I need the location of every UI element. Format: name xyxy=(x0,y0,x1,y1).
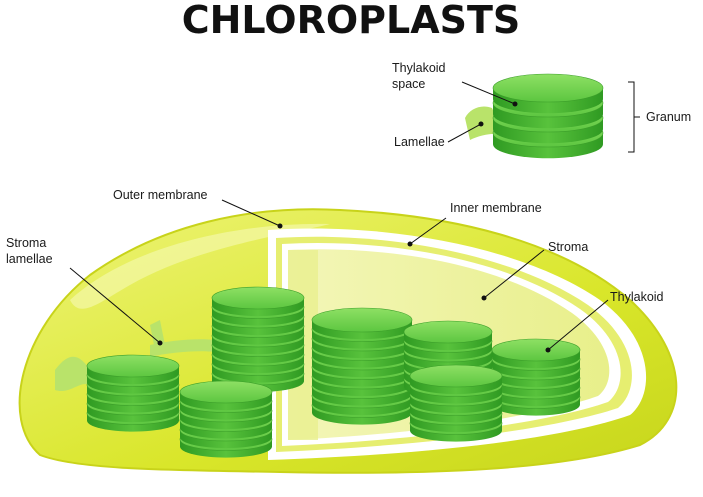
thylakoid-disc xyxy=(491,338,581,369)
granum-inset-discs xyxy=(492,73,604,159)
thylakoid-disc-top xyxy=(492,73,604,103)
thylakoid-disc-top xyxy=(311,307,413,333)
label-stroma-lamellae-line2: lamellae xyxy=(6,252,53,266)
thylakoid-disc-top xyxy=(491,338,581,362)
granum-stack-front-right xyxy=(409,364,503,442)
granum-stack-back xyxy=(211,286,305,393)
leader-dot-inner-membrane xyxy=(407,241,413,247)
granum-stack-right xyxy=(491,338,581,416)
thylakoid-disc xyxy=(211,286,305,317)
granum-inset xyxy=(465,73,640,159)
thylakoid-disc-top xyxy=(86,354,180,378)
label-stroma-lamellae-line1: Stroma xyxy=(6,236,46,250)
thylakoid-disc-top xyxy=(211,286,305,310)
granum-stack-front-left xyxy=(179,380,273,458)
outer-membrane-highlight xyxy=(70,223,330,309)
thylakoid-disc-top xyxy=(179,380,273,404)
label-lamellae: Lamellae xyxy=(394,135,445,149)
granum-stack-left xyxy=(86,354,180,432)
thylakoid-disc xyxy=(179,380,273,411)
granum-stack xyxy=(492,73,604,159)
leader-dot-stroma-lamellae xyxy=(157,340,163,346)
leader-dot-stroma xyxy=(481,295,487,301)
page-title: CHLOROPLASTS xyxy=(182,0,521,42)
leader-dot-thylakoid-space xyxy=(512,101,518,107)
leader-lamellae xyxy=(447,123,482,143)
leader-thylakoid-space xyxy=(461,81,516,105)
label-thylakoid: Thylakoid xyxy=(610,290,664,304)
lamella-connector-2 xyxy=(55,356,90,392)
label-thylakoid-space-line2: space xyxy=(392,77,425,91)
thylakoid-disc xyxy=(492,73,604,114)
granum-bracket xyxy=(628,81,640,153)
leader-dot-thylakoid xyxy=(545,347,551,353)
thylakoid-disc-top xyxy=(409,364,503,388)
labels: Thylakoid space Lamellae Granum Outer me… xyxy=(6,61,691,353)
leader-dot-lamellae xyxy=(478,121,484,127)
lamella-connector-1 xyxy=(150,339,215,357)
thylakoid-disc xyxy=(86,354,180,385)
leader-stroma xyxy=(483,249,545,299)
leader-outer-membrane xyxy=(221,199,281,227)
label-thylakoid-space-line1: Thylakoid xyxy=(392,61,446,75)
leader-inner-membrane xyxy=(409,217,447,245)
granum-stack-center xyxy=(311,307,413,425)
label-outer-membrane: Outer membrane xyxy=(113,188,208,202)
thylakoid-disc xyxy=(409,364,503,395)
thylakoid-stacks xyxy=(86,286,581,458)
label-stroma: Stroma xyxy=(548,240,588,254)
label-granum: Granum xyxy=(646,110,691,124)
thylakoid-disc xyxy=(403,320,493,351)
label-inner-membrane: Inner membrane xyxy=(450,201,542,215)
leader-stroma-lamellae xyxy=(69,267,161,344)
leader-thylakoid xyxy=(547,299,609,351)
thylakoid-disc-top xyxy=(403,320,493,344)
leader-dot-outer-membrane xyxy=(277,223,283,229)
thylakoid-disc xyxy=(311,307,413,340)
